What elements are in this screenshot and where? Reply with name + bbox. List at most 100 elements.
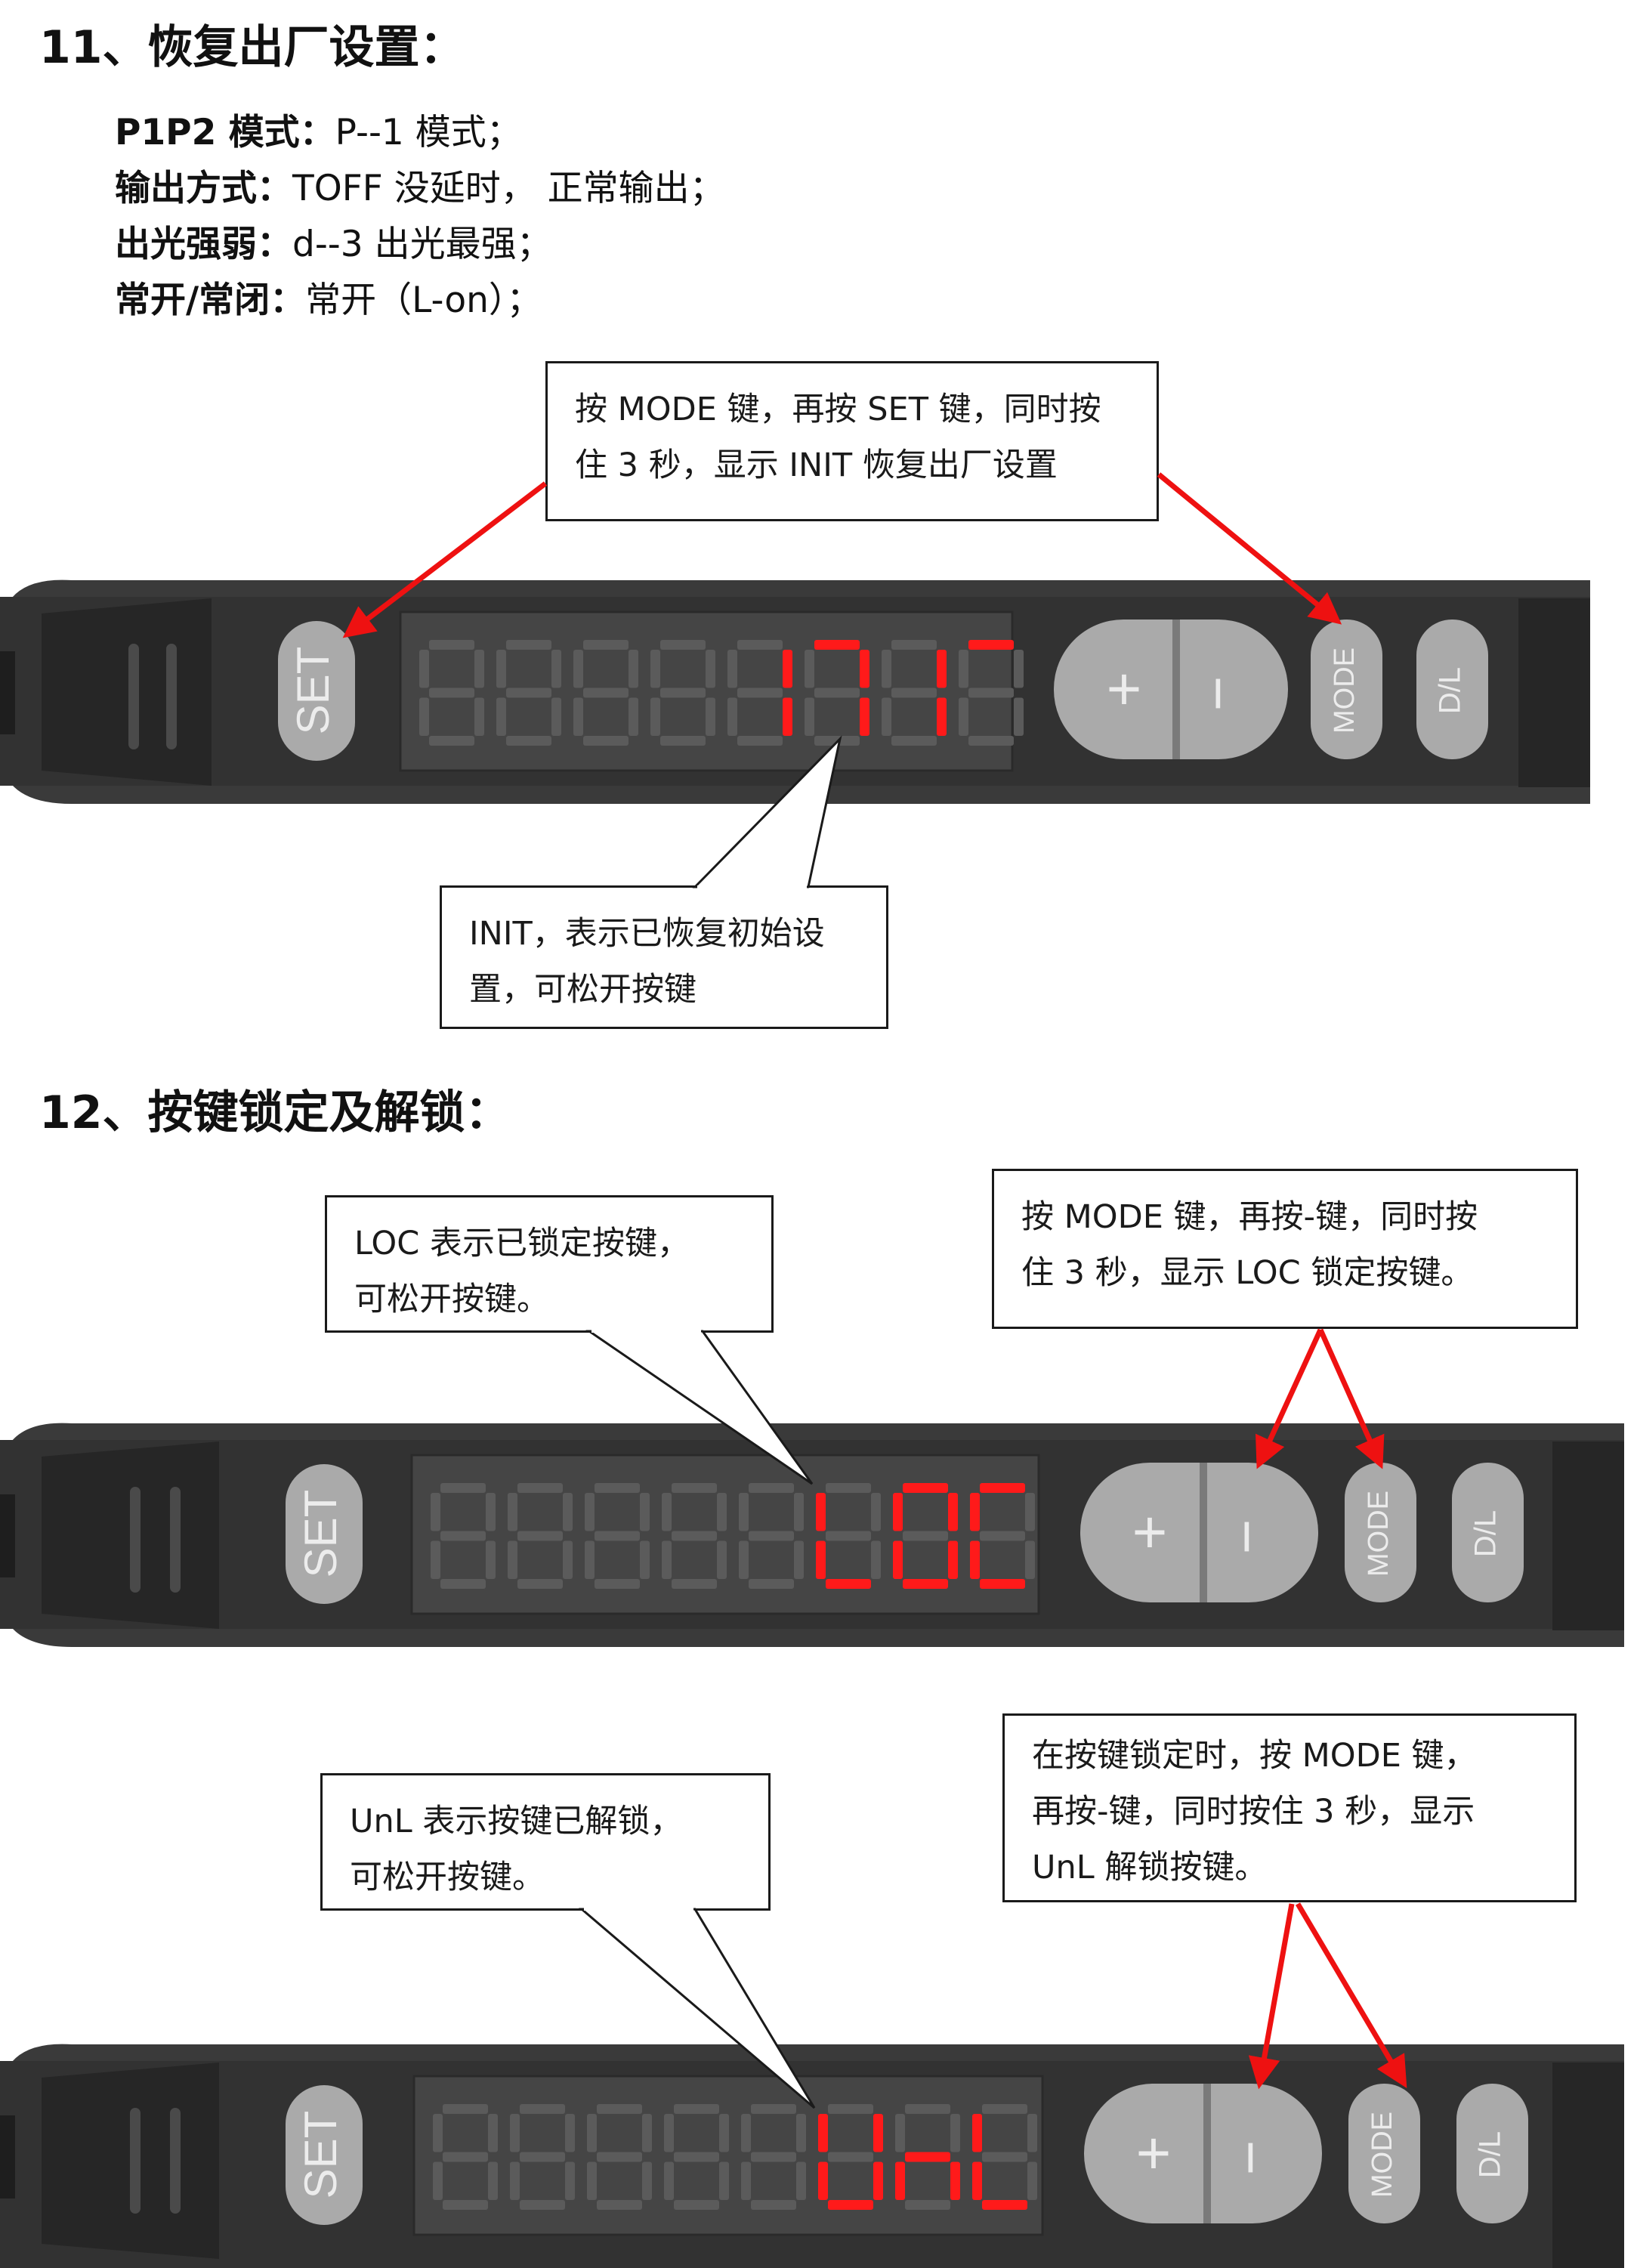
segment-f <box>431 1493 440 1531</box>
segment-d <box>982 2200 1027 2210</box>
svg-text:D/L: D/L <box>1474 2131 1507 2178</box>
segment-a <box>672 1483 717 1493</box>
set-button[interactable]: SET <box>286 1464 363 1604</box>
segment-e <box>805 697 814 736</box>
segment-c <box>794 1540 804 1579</box>
segment-e <box>972 2161 982 2200</box>
segment-f <box>496 650 506 688</box>
segment-d <box>751 2200 796 2210</box>
svg-text:SET: SET <box>295 2111 346 2199</box>
sensor-amplifier-device-lock: SET + − MODE D/L <box>0 1419 1632 1653</box>
segment-a <box>905 2104 950 2114</box>
segment-g <box>443 2152 488 2162</box>
segment-d <box>429 736 474 746</box>
segment-g <box>672 1531 717 1541</box>
plus-minus-button[interactable]: + − <box>1080 1463 1318 1602</box>
segment-b <box>860 650 869 688</box>
segment-d <box>583 736 629 746</box>
dl-button[interactable]: D/L <box>1456 2084 1528 2223</box>
segment-d <box>440 1579 486 1589</box>
segment-b <box>871 1493 881 1531</box>
segment-d <box>737 736 783 746</box>
segment-b <box>783 650 792 688</box>
display-digit <box>431 1483 496 1589</box>
segment-c <box>948 1540 958 1579</box>
segment-c <box>640 1540 650 1579</box>
callout-init-meaning: INIT，表示已恢复初始设 置，可松开按键 <box>440 885 888 1029</box>
segment-d <box>517 1579 563 1589</box>
display-digit <box>508 1483 573 1589</box>
display-digit-lit <box>882 640 947 746</box>
segment-d <box>903 1579 948 1589</box>
segment-g <box>520 2152 565 2162</box>
segment-d <box>980 1579 1025 1589</box>
segment-b <box>486 1493 496 1531</box>
set-button[interactable]: SET <box>278 621 355 761</box>
dl-button[interactable]: D/L <box>1416 620 1488 759</box>
segment-a <box>660 640 706 650</box>
segment-b <box>563 1493 573 1531</box>
segment-a <box>595 1483 640 1493</box>
segment-c <box>706 697 715 736</box>
segment-c <box>796 2161 806 2200</box>
segment-c <box>717 1540 727 1579</box>
mode-button[interactable]: MODE <box>1348 2084 1420 2223</box>
segment-f <box>818 2114 828 2152</box>
segment-a <box>440 1483 486 1493</box>
sensor-amplifier-device-unlock: SET + − MODE D/L <box>0 2040 1632 2268</box>
segment-d <box>672 1579 717 1589</box>
segment-f <box>972 2114 982 2152</box>
segment-g <box>440 1531 486 1541</box>
dl-button[interactable]: D/L <box>1452 1463 1524 1602</box>
plus-minus-button[interactable]: + − <box>1054 620 1288 759</box>
segment-c <box>871 1540 881 1579</box>
segment-e <box>882 697 891 736</box>
minus-label: − <box>1216 2140 1283 2176</box>
sensor-amplifier-device-init: SET + − MODE D/L <box>0 576 1601 810</box>
display-digit <box>585 1483 650 1589</box>
display-digits <box>431 1483 1035 1589</box>
segment-c <box>563 1540 573 1579</box>
segment-f <box>664 2114 674 2152</box>
mode-button[interactable]: MODE <box>1311 620 1382 759</box>
segment-f <box>508 1493 517 1531</box>
segment-f <box>816 1493 826 1531</box>
segment-a <box>891 640 937 650</box>
segment-b <box>717 1493 727 1531</box>
segment-d <box>814 736 860 746</box>
segment-a <box>517 1483 563 1493</box>
segment-a <box>828 2104 873 2114</box>
segment-d <box>660 736 706 746</box>
segment-a <box>737 640 783 650</box>
segment-b <box>948 1493 958 1531</box>
segment-g <box>968 688 1014 698</box>
minus-label: − <box>1212 1519 1280 1555</box>
mode-button[interactable]: MODE <box>1345 1463 1416 1602</box>
display-digit <box>496 640 561 746</box>
segment-e <box>419 697 429 736</box>
segment-g <box>903 1531 948 1541</box>
segment-g <box>905 2152 950 2162</box>
segment-g <box>595 1531 640 1541</box>
segment-e <box>727 697 737 736</box>
display-digit <box>573 640 638 746</box>
segment-a <box>583 640 629 650</box>
svg-text:D/L: D/L <box>1434 667 1467 714</box>
segment-g <box>749 1531 794 1541</box>
segment-e <box>739 1540 749 1579</box>
segment-g <box>828 2152 873 2162</box>
segment-c <box>783 697 792 736</box>
segment-a <box>814 640 860 650</box>
set-button[interactable]: SET <box>286 2085 363 2225</box>
segment-e <box>585 1540 595 1579</box>
plus-minus-button[interactable]: + − <box>1084 2084 1322 2223</box>
segment-c <box>474 697 484 736</box>
display-digit <box>741 2104 806 2210</box>
callout-unl-meaning: UnL 表示按键已解锁， 可松开按键。 <box>320 1773 771 1911</box>
segment-e <box>587 2161 597 2200</box>
display-digit-lit <box>818 2104 883 2210</box>
segment-f <box>585 1493 595 1531</box>
display-digit <box>433 2104 498 2210</box>
segment-f <box>433 2114 443 2152</box>
segment-g <box>826 1531 871 1541</box>
